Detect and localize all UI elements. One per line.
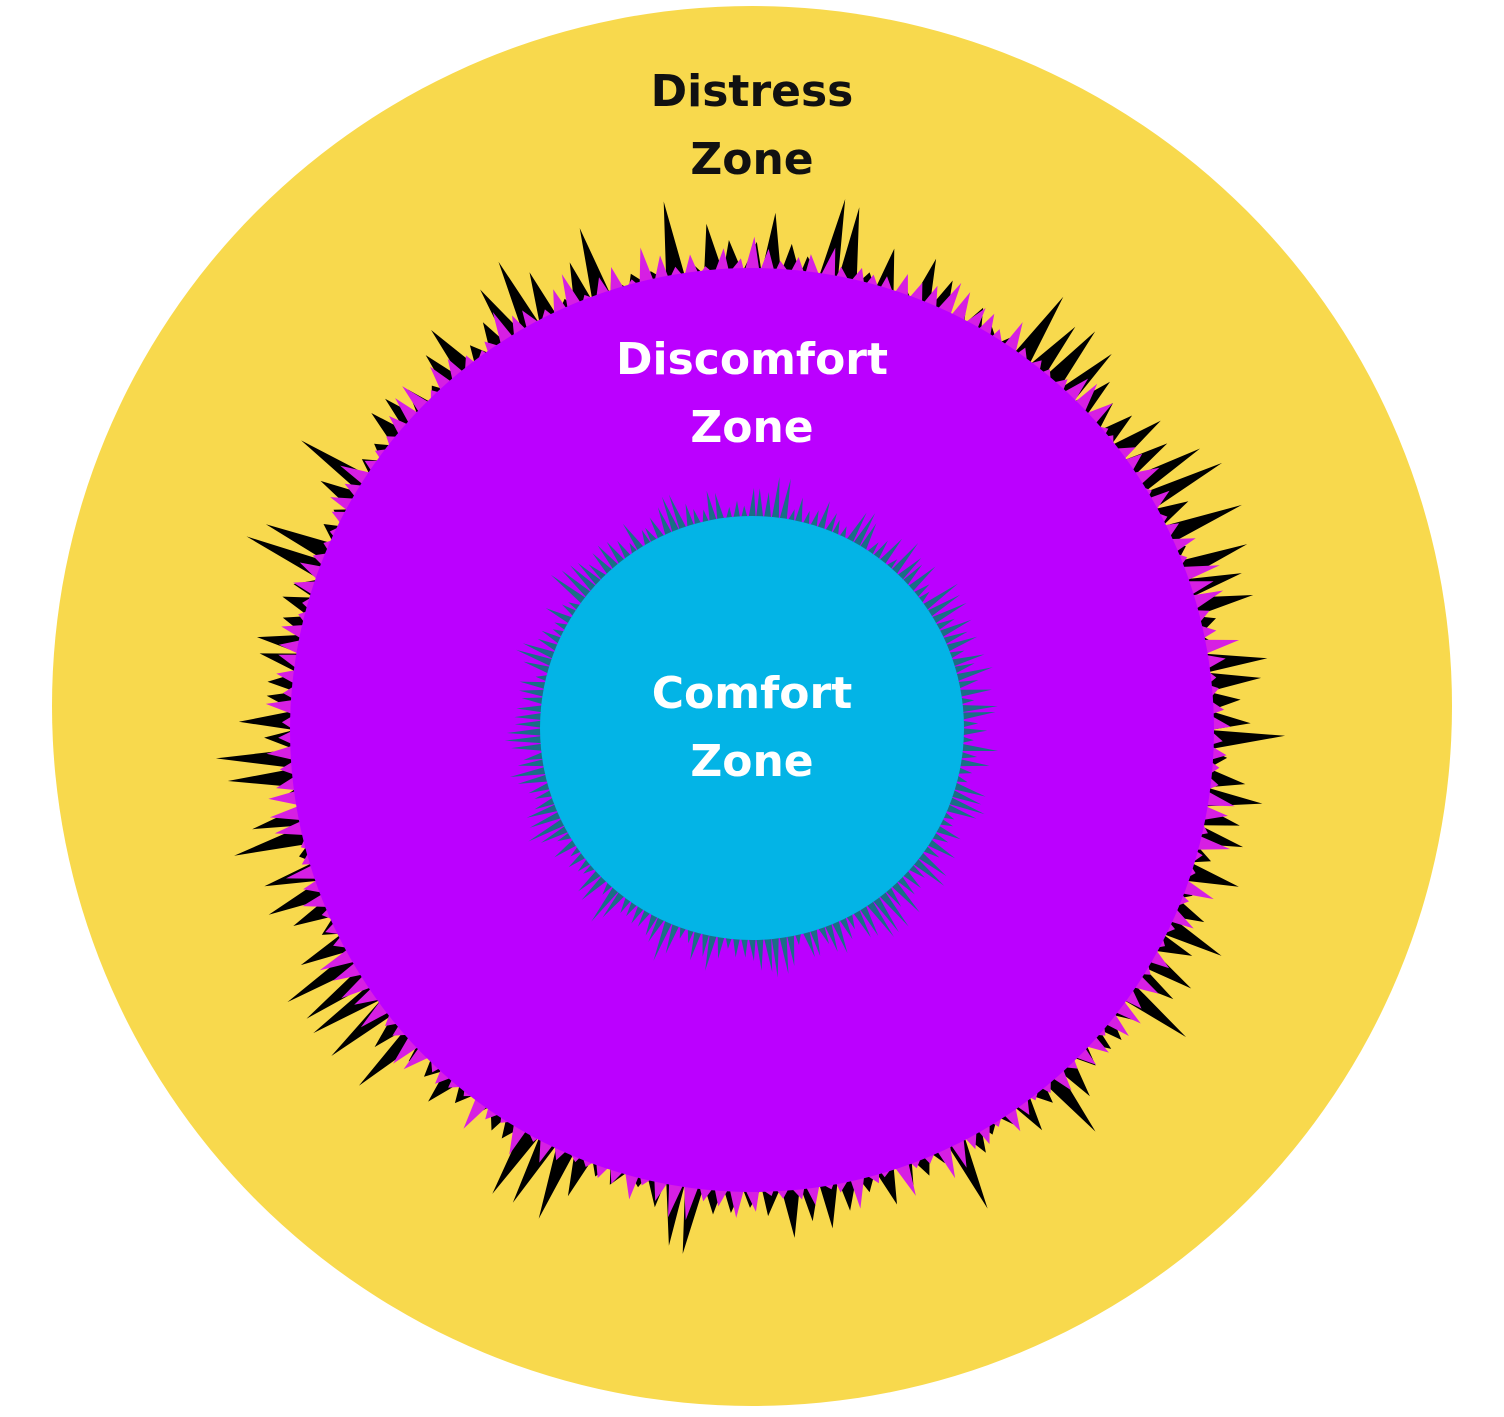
distress-zone-label: Distress Zone [502,58,1002,194]
comfort-zone-label-line2: Zone [690,736,814,787]
comfort-zone-label: Comfort Zone [502,660,1002,796]
comfort-zone-circle [540,516,964,940]
distress-zone-label-line1: Distress [650,66,854,117]
discomfort-zone-label-line2: Zone [690,402,814,453]
discomfort-zone-label-line1: Discomfort [615,334,889,385]
discomfort-zone-label: Discomfort Zone [502,326,1002,462]
comfort-zone-label-line1: Comfort [651,668,853,719]
distress-zone-label-line2: Zone [690,134,814,185]
